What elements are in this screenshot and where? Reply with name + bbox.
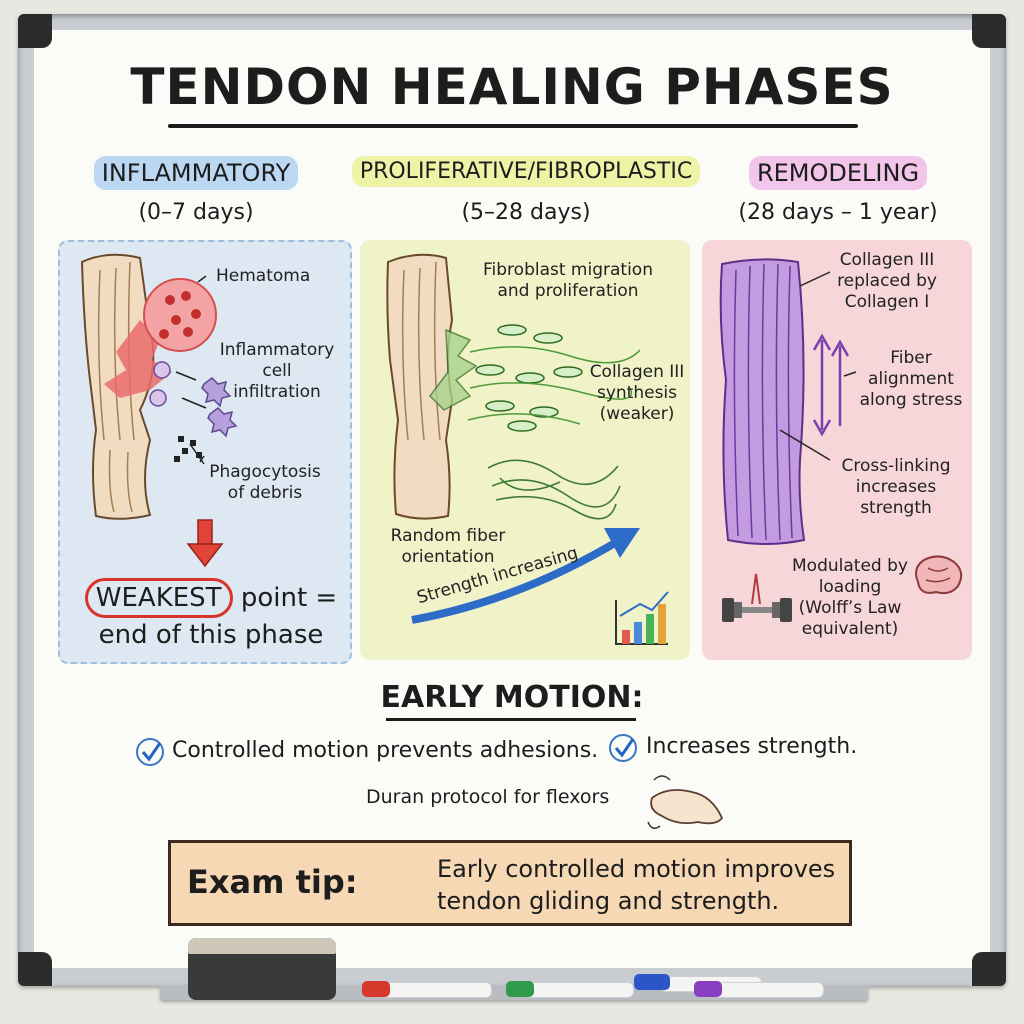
phase-inflammatory-heading: INFLAMMATORY bbox=[74, 156, 318, 190]
inflammatory-cells bbox=[149, 361, 238, 438]
hematoma-illustration bbox=[143, 278, 217, 352]
phase-name: PROLIFERATIVE/FIBROPLASTIC bbox=[351, 156, 701, 187]
red-marker-cap bbox=[362, 981, 390, 997]
bar-chart-icon bbox=[615, 591, 669, 645]
collagen-fibers bbox=[467, 346, 641, 425]
frame-corner bbox=[18, 14, 52, 48]
weakest-line2: end of this phase bbox=[98, 620, 324, 650]
brain-icon bbox=[915, 555, 963, 595]
label-modulated-loading: Modulated by loading (Wolff’s Law equiva… bbox=[792, 556, 908, 639]
label-cross-linking: Cross-linking increases strength bbox=[841, 456, 951, 518]
red-marker[interactable] bbox=[380, 982, 492, 998]
exam-tip-box: Exam tip: Early controlled motion improv… bbox=[168, 840, 852, 926]
early-motion-underline bbox=[386, 718, 636, 721]
exam-tip-text: Early controlled motion improves tendon … bbox=[437, 853, 835, 917]
exam-tip-label: Exam tip: bbox=[187, 863, 358, 901]
green-marker-cap bbox=[506, 981, 534, 997]
page-title: TENDON HEALING PHASES bbox=[130, 58, 894, 116]
phase-name: REMODELING bbox=[748, 156, 928, 190]
frame-corner bbox=[972, 952, 1006, 986]
purple-marker[interactable] bbox=[712, 982, 824, 998]
label-random-orientation: Random fiber orientation bbox=[390, 526, 506, 567]
arrow-down-icon bbox=[186, 519, 224, 568]
label-collagen-iii: Collagen III synthesis (weaker) bbox=[589, 362, 685, 424]
early-motion-heading: EARLY MOTION: bbox=[380, 680, 644, 715]
check-icon bbox=[609, 734, 637, 762]
check-icon bbox=[136, 738, 164, 766]
green-marker[interactable] bbox=[524, 982, 634, 998]
label-fiber-alignment: Fiber alignment along stress bbox=[859, 348, 963, 410]
duran-protocol: Duran protocol for flexors bbox=[366, 786, 610, 808]
eraser-felt bbox=[188, 938, 336, 954]
purple-marker-cap bbox=[694, 981, 722, 997]
phase-inflammatory-days: (0–7 days) bbox=[138, 200, 254, 225]
label-fibroblast-migration: Fibroblast migration and proliferation bbox=[483, 260, 653, 301]
weakest-rest: point = bbox=[240, 583, 338, 613]
remodeled-tendon-illustration bbox=[719, 258, 857, 545]
phase-name: INFLAMMATORY bbox=[93, 156, 299, 190]
debris-particles bbox=[174, 436, 202, 462]
blue-marker-cap bbox=[634, 974, 670, 990]
exam-tip-line1: Early controlled motion improves bbox=[437, 855, 836, 883]
hand-icon bbox=[647, 775, 724, 829]
phase-remodeling-heading: REMODELING bbox=[720, 156, 956, 190]
frame-corner bbox=[972, 14, 1006, 48]
label-phagocytosis: Phagocytosis of debris bbox=[209, 462, 321, 503]
phase-proliferative-heading: PROLIFERATIVE/FIBROPLASTIC bbox=[336, 156, 716, 187]
weakest-point-note: WEAKEST point = end of this phase bbox=[76, 578, 346, 652]
point-increases-strength: Increases strength. bbox=[646, 734, 858, 759]
torn-tendon-illustration bbox=[80, 253, 172, 520]
dumbbell-icon bbox=[722, 573, 792, 622]
healing-tendon-illustration bbox=[386, 253, 478, 520]
exam-tip-line2: tendon gliding and strength. bbox=[437, 887, 780, 915]
title-underline bbox=[168, 124, 858, 128]
label-collagen-replaced: Collagen III replaced by Collagen I bbox=[837, 250, 937, 312]
frame-corner bbox=[18, 952, 52, 986]
point-prevents-adhesions: Controlled motion prevents adhesions. bbox=[172, 738, 599, 763]
strength-arrow bbox=[411, 528, 640, 624]
phase-remodeling-days: (28 days – 1 year) bbox=[738, 200, 938, 225]
weakest-word: WEAKEST bbox=[84, 578, 233, 618]
phase-proliferative-days: (5–28 days) bbox=[461, 200, 591, 225]
label-hematoma: Hematoma bbox=[216, 266, 311, 286]
label-inflammatory-infiltration: Inflammatory cell infiltration bbox=[219, 340, 335, 402]
random-fibers bbox=[487, 459, 621, 520]
